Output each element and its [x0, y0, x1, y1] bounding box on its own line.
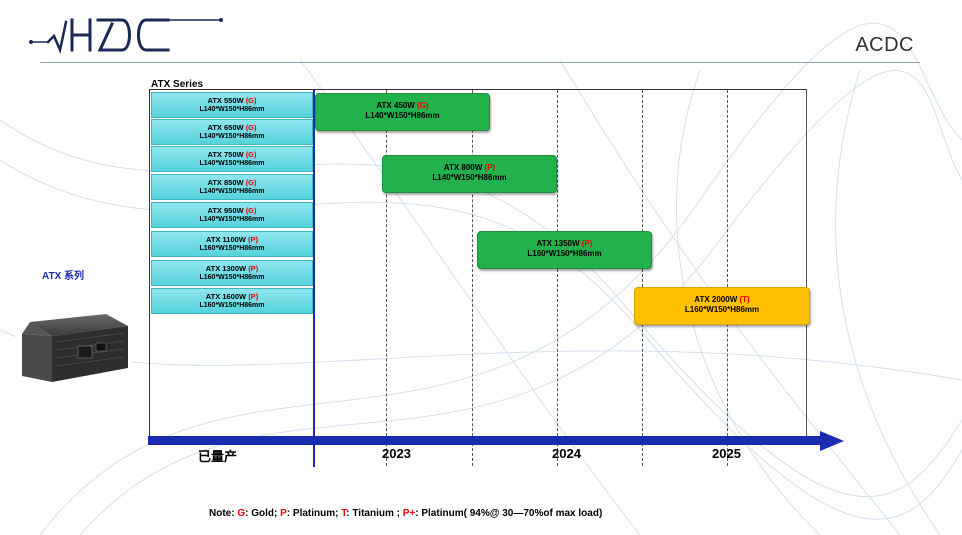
year-divider-2025	[727, 90, 728, 466]
model-cell-850w: ATX 850W (G) L140*W150*H86mm	[151, 174, 313, 200]
hdc-logo	[29, 18, 223, 54]
chart-top-border	[150, 89, 806, 90]
grade-legend-note: Note: G: Gold; P: Platinum; T: Titanium …	[209, 508, 603, 519]
page-title: ACDC	[855, 34, 914, 56]
timeline-label-2025: 2025	[712, 446, 741, 461]
model-cell-1300w: ATX 1300W (P) L160*W150*H86mm	[151, 260, 313, 286]
year-divider-2023-mid	[472, 90, 473, 466]
atx-series-label: ATX 系列	[42, 271, 85, 282]
model-cell-1100w: ATX 1100W (P) L160*W150*H86mm	[151, 231, 313, 257]
model-cell-750w: ATX 750W (G) L140*W150*H86mm	[151, 146, 313, 172]
timeline-label-2023: 2023	[382, 446, 411, 461]
year-divider-2024-mid	[642, 90, 643, 466]
header-divider	[40, 62, 920, 63]
power-supply-image	[16, 306, 132, 386]
timeline-arrow-shaft	[148, 436, 823, 445]
model-cell-950w: ATX 950W (G) L140*W150*H86mm	[151, 202, 313, 228]
model-cell-650w: ATX 650W (G) L140*W150*H86mm	[151, 119, 313, 145]
series-title: ATX Series	[151, 79, 204, 90]
chart-left-border	[149, 89, 150, 438]
timeline-label-2024: 2024	[552, 446, 581, 461]
model-cell-550w: ATX 550W (G) L140*W150*H86mm	[151, 92, 313, 118]
timeline-label-in-production: 已量产	[198, 449, 238, 464]
chart-right-border	[806, 89, 807, 438]
planned-model-450w: ATX 450W (G) L140*W150*H86mm	[315, 93, 490, 131]
year-divider-2023	[386, 90, 387, 466]
planned-model-1350w: ATX 1350W (P) L160*W150*H86mm	[477, 231, 652, 269]
planned-model-800w: ATX 800W (P) L140*W150*H86mm	[382, 155, 557, 193]
planned-model-2000w: ATX 2000W (T) L160*W150*H86mm	[634, 287, 810, 325]
current-production-line	[313, 89, 315, 467]
year-divider-2024	[557, 90, 558, 466]
timeline-arrow-head	[820, 431, 844, 451]
model-cell-1600w: ATX 1600W (P) L160*W150*H86mm	[151, 288, 313, 314]
